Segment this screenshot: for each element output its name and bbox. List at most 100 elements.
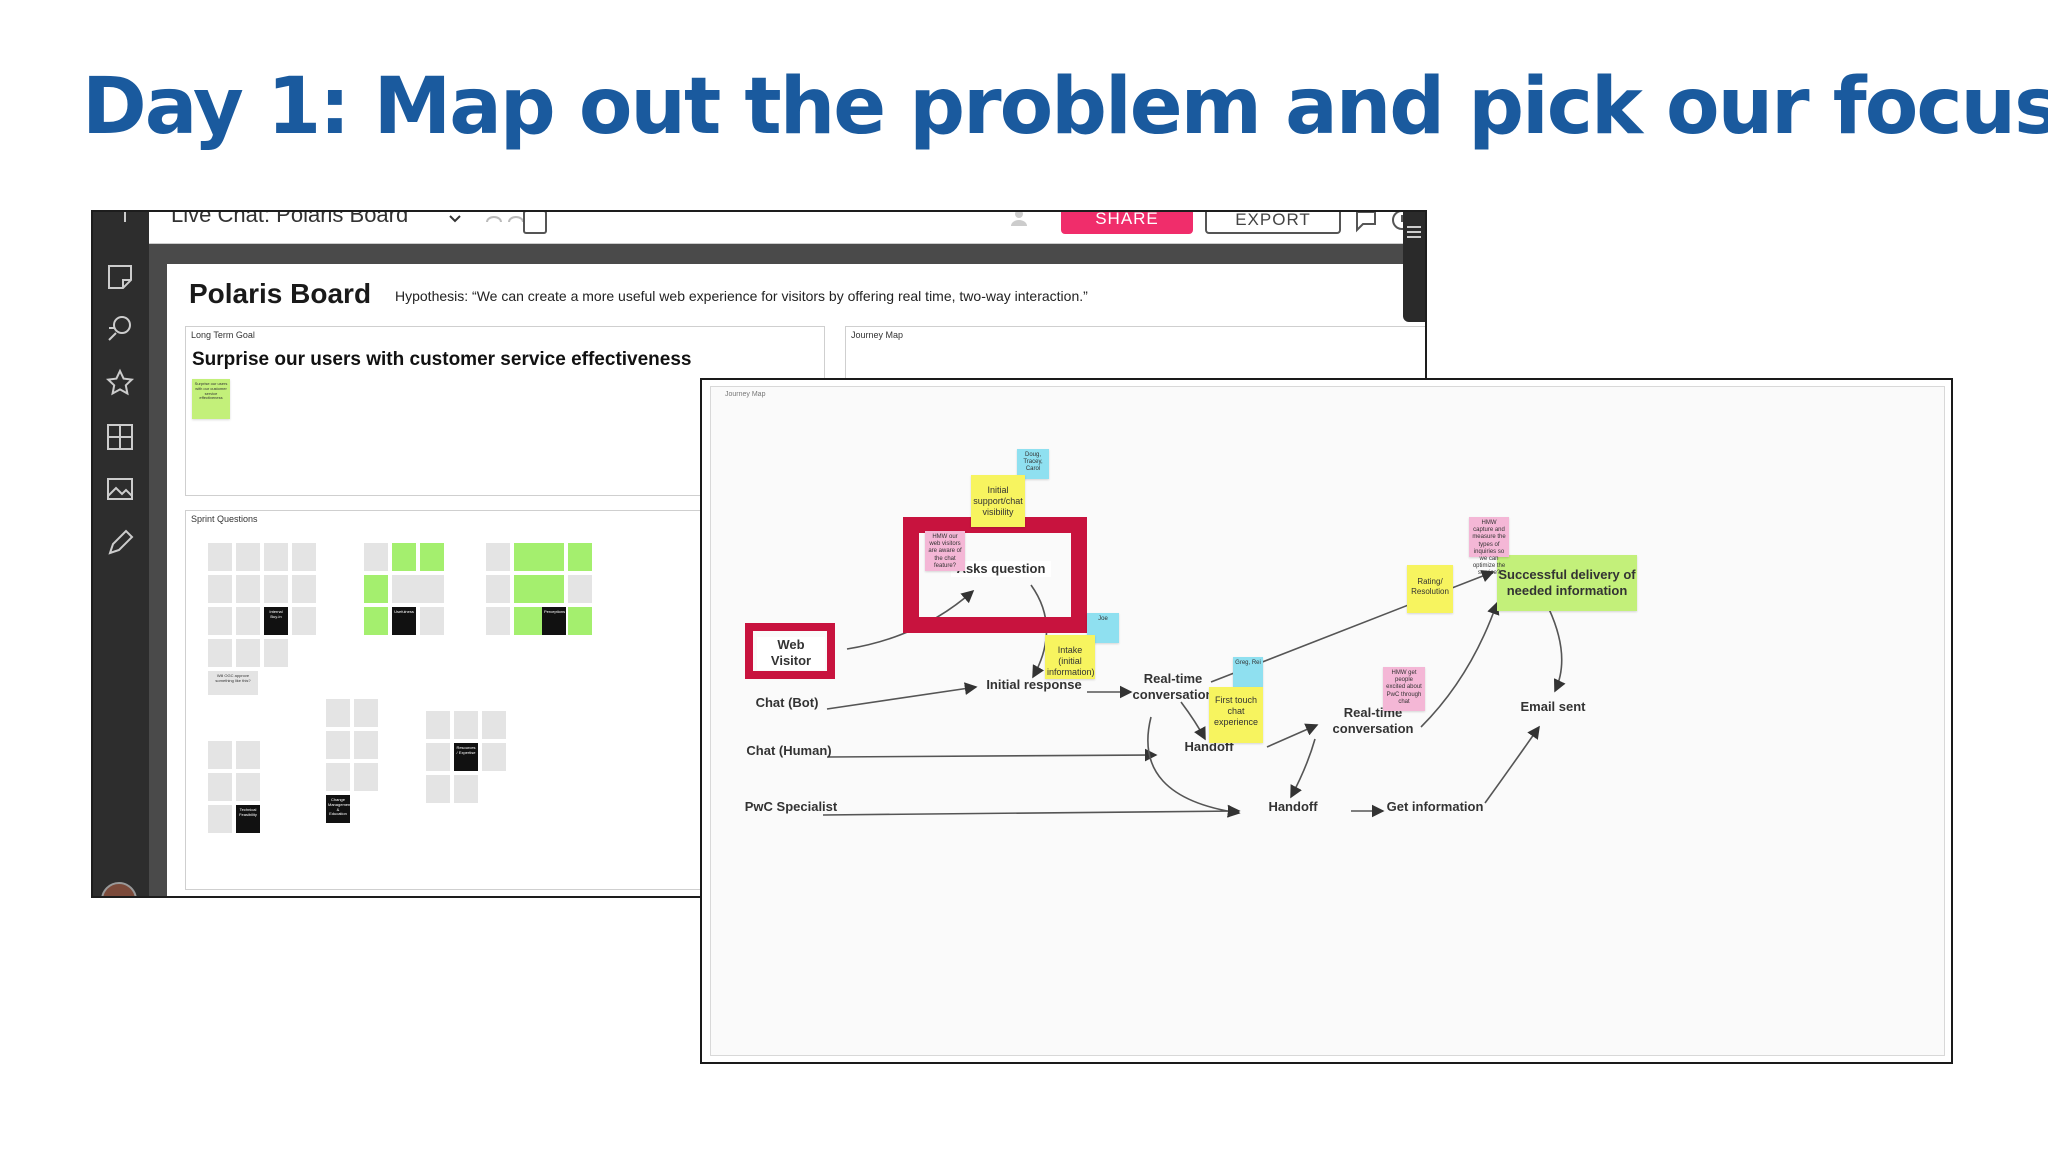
connector bbox=[1266, 723, 1319, 748]
sticky-note[interactable]: Doug, Tracey, Carol bbox=[1017, 449, 1049, 479]
sticky-note[interactable] bbox=[264, 543, 288, 571]
sticky-note[interactable]: First touch chat experience bbox=[1209, 687, 1263, 743]
share-button[interactable]: SHARE bbox=[1061, 212, 1193, 234]
sticky-note-dark[interactable]: Perceptions bbox=[542, 607, 566, 635]
sticky-note[interactable] bbox=[326, 731, 350, 759]
sticky-note[interactable] bbox=[208, 805, 232, 833]
sticky-note[interactable]: HMW capture and measure the types of inq… bbox=[1469, 517, 1509, 576]
sticky-note[interactable] bbox=[208, 607, 232, 635]
sticky-note[interactable] bbox=[454, 775, 478, 803]
sticky-note[interactable] bbox=[420, 607, 444, 635]
image-icon[interactable] bbox=[105, 474, 135, 504]
sticky-note[interactable] bbox=[514, 543, 564, 571]
node-initial-response[interactable]: Initial response bbox=[986, 677, 1082, 692]
sticky-note[interactable] bbox=[236, 543, 260, 571]
node-chat-human[interactable]: Chat (Human) bbox=[746, 743, 832, 758]
node-asks-question[interactable]: Asks question bbox=[951, 561, 1051, 578]
node-successful-delivery[interactable]: Successful delivery of needed informatio… bbox=[1497, 555, 1637, 611]
sticky-note[interactable]: Surprise our users with our customer ser… bbox=[192, 379, 230, 419]
sticky-note[interactable] bbox=[236, 607, 260, 635]
node-get-information[interactable]: Get information bbox=[1386, 799, 1484, 814]
frame-tool-icon[interactable] bbox=[523, 212, 547, 234]
sticky-note-icon[interactable] bbox=[105, 262, 135, 292]
star-icon[interactable] bbox=[105, 368, 135, 398]
node-email-sent[interactable]: Email sent bbox=[1520, 699, 1586, 714]
sticky-note-dark[interactable]: Usefulness bbox=[392, 607, 416, 635]
sticky-note[interactable] bbox=[326, 699, 350, 727]
journey-connectors bbox=[745, 517, 1566, 818]
chevron-down-icon[interactable] bbox=[449, 214, 461, 224]
sticky-note[interactable] bbox=[354, 763, 378, 791]
sticky-note[interactable] bbox=[486, 543, 510, 571]
sticky-note[interactable] bbox=[568, 607, 592, 635]
sticky-note[interactable]: Greg, Rei bbox=[1233, 657, 1263, 687]
sticky-note[interactable] bbox=[486, 575, 510, 603]
sticky-note[interactable] bbox=[326, 763, 350, 791]
node-handoff-2[interactable]: Handoff bbox=[1268, 799, 1318, 814]
list-icon[interactable] bbox=[1407, 226, 1421, 238]
sticky-note[interactable] bbox=[482, 711, 506, 739]
sticky-note[interactable] bbox=[292, 575, 316, 603]
pencil-icon[interactable] bbox=[105, 528, 135, 558]
sticky-note[interactable] bbox=[236, 773, 260, 801]
sticky-note[interactable] bbox=[236, 639, 260, 667]
sticky-note[interactable] bbox=[364, 575, 388, 603]
node-web-visitor[interactable]: Web Visitor bbox=[757, 637, 825, 670]
sticky-note[interactable] bbox=[354, 731, 378, 759]
grid-icon[interactable] bbox=[105, 422, 135, 452]
sticky-note[interactable]: HMW our web visitors are aware of the ch… bbox=[925, 531, 965, 571]
board-name[interactable]: Live Chat: Polaris Board bbox=[171, 210, 409, 227]
sticky-note[interactable] bbox=[392, 543, 416, 571]
frame-label: Long Term Goal bbox=[191, 330, 255, 340]
sticky-note[interactable] bbox=[426, 775, 450, 803]
sticky-note[interactable]: Intake (initial information) bbox=[1045, 635, 1095, 679]
sticky-note[interactable] bbox=[426, 711, 450, 739]
sticky-note[interactable] bbox=[486, 607, 510, 635]
export-button[interactable]: EXPORT bbox=[1205, 212, 1341, 234]
sticky-note[interactable] bbox=[292, 543, 316, 571]
sticky-note-dark[interactable]: Change Management & Education bbox=[326, 795, 351, 823]
sticky-note[interactable] bbox=[292, 607, 316, 635]
side-panel-handle[interactable] bbox=[1403, 212, 1425, 322]
undo-icon[interactable] bbox=[483, 214, 503, 228]
sticky-note[interactable] bbox=[482, 743, 506, 771]
sticky-note[interactable] bbox=[236, 575, 260, 603]
sticky-note[interactable] bbox=[568, 575, 592, 603]
avatar[interactable] bbox=[101, 882, 137, 896]
sticky-note-dark[interactable]: Technical Feasibility bbox=[236, 805, 260, 833]
node-pwc-specialist[interactable]: PwC Specialist bbox=[744, 799, 838, 814]
sticky-note[interactable] bbox=[208, 639, 232, 667]
node-chat-bot[interactable]: Chat (Bot) bbox=[755, 695, 819, 710]
sticky-note[interactable] bbox=[420, 543, 444, 571]
sticky-note-dark[interactable]: Resources / Expertise bbox=[454, 743, 478, 771]
connector bbox=[1147, 716, 1241, 818]
sticky-note[interactable] bbox=[208, 741, 232, 769]
sticky-note[interactable] bbox=[208, 543, 232, 571]
sticky-note[interactable] bbox=[514, 575, 564, 603]
sticky-note[interactable] bbox=[208, 575, 232, 603]
sticky-note[interactable] bbox=[454, 711, 478, 739]
back-icon[interactable] bbox=[103, 210, 131, 226]
node-realtime-conversation-1[interactable]: Real-time conversation bbox=[1132, 671, 1214, 703]
sticky-note[interactable] bbox=[364, 607, 388, 635]
sticky-note[interactable] bbox=[208, 773, 232, 801]
sticky-note-dark[interactable]: Internal Buy-in bbox=[264, 607, 288, 635]
sticky-note[interactable] bbox=[392, 575, 444, 603]
sticky-note[interactable] bbox=[426, 743, 450, 771]
sticky-note[interactable] bbox=[264, 575, 288, 603]
user-icon[interactable] bbox=[1009, 210, 1039, 228]
sticky-note[interactable]: Will OGC approve something like this? bbox=[208, 671, 258, 695]
comments-icon[interactable] bbox=[1355, 210, 1381, 234]
sticky-note[interactable] bbox=[568, 543, 592, 571]
redo-icon[interactable] bbox=[507, 214, 527, 228]
sticky-note[interactable] bbox=[236, 741, 260, 769]
sticky-note[interactable]: Rating/ Resolution bbox=[1407, 565, 1453, 613]
sticky-note[interactable] bbox=[354, 699, 378, 727]
sticky-note[interactable]: Initial support/chat visibility bbox=[971, 475, 1025, 527]
top-bar: Live Chat: Polaris Board SHARE EXPORT bbox=[124, 210, 1425, 244]
sticky-note[interactable]: HMW get people excited about PwC through… bbox=[1383, 667, 1425, 711]
sticky-note[interactable] bbox=[364, 543, 388, 571]
journey-map-frame[interactable]: Journey Map bbox=[845, 326, 1425, 386]
sticky-note[interactable] bbox=[264, 639, 288, 667]
comment-search-icon[interactable] bbox=[105, 314, 135, 344]
